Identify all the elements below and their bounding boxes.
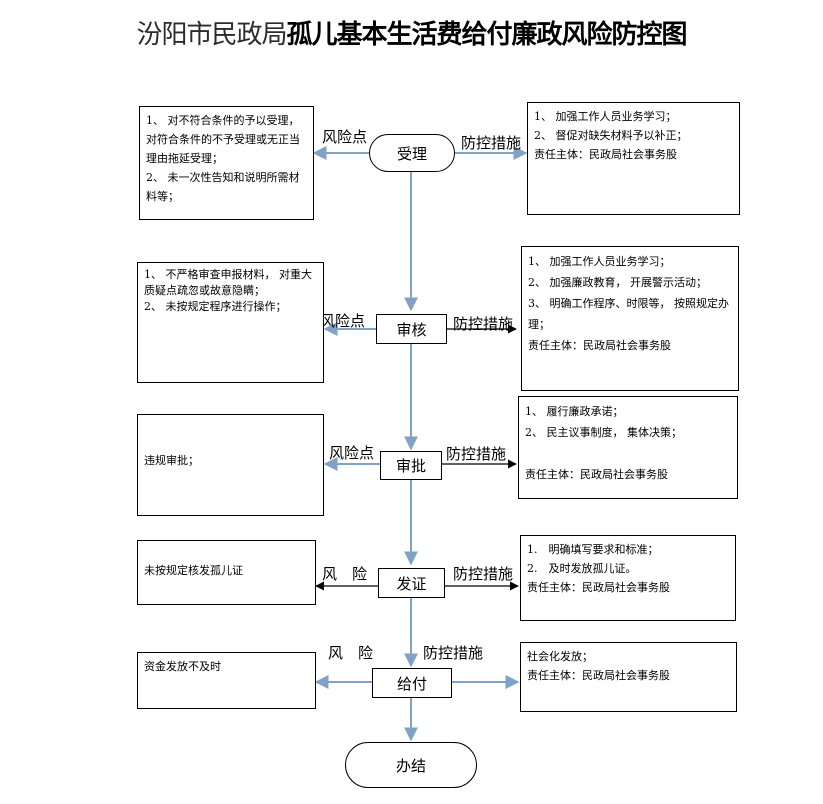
label-pay-control: 防控措施 (423, 644, 484, 662)
risk-box-approve: 违规审批； (137, 414, 324, 516)
control-issue-line-3: 责任主体：民政局社会事务股 (527, 581, 670, 594)
label-approve-control: 防控措施 (446, 445, 507, 463)
node-finish: 办结 (345, 742, 477, 788)
control-review-line-4: 责任主体：民政局社会事务股 (528, 339, 671, 352)
node-approve: 审批 (380, 451, 442, 480)
risk-review-line-1: 1、 不严格审查申报材料， 对重大质疑点疏忽或故意隐瞒； (144, 268, 312, 297)
control-approve-line-2: 2、 民主议事制度， 集体决策； (525, 426, 682, 439)
control-box-pay: 社会化发放； 责任主体：民政局社会事务股 (520, 642, 737, 712)
risk-box-issue: 未按规定核发孤儿证 (137, 540, 316, 605)
label-issue-risk: 风 险 (322, 565, 368, 583)
control-accept-line-2: 2、 督促对缺失材料予以补正； (534, 129, 688, 142)
control-review-line-1: 1、 加强工作人员业务学习； (528, 255, 671, 268)
risk-box-accept: 1、 对不符合条件的予以受理，对符合条件的不予受理或无正当理由拖延受理； 2、 … (139, 106, 314, 220)
label-pay-risk: 风 险 (328, 644, 374, 662)
control-box-review: 1、 加强工作人员业务学习； 2、 加强廉政教育， 开展警示活动； 3、 明确工… (521, 246, 739, 391)
label-accept-control: 防控措施 (461, 134, 522, 152)
page-title: 汾阳市民政局孤儿基本生活费给付廉政风险防控图 (0, 14, 823, 51)
node-pay: 给付 (372, 668, 452, 698)
risk-box-pay: 资金发放不及时 (137, 652, 316, 709)
control-approve-line-3 (525, 443, 731, 464)
risk-approve-line-1: 违规审批； (144, 454, 199, 467)
label-approve-risk: 风险点 (329, 444, 375, 462)
title-main: 孤儿基本生活费给付廉政风险防控图 (286, 20, 688, 50)
control-accept-line-1: 1、 加强工作人员业务学习； (534, 110, 677, 123)
control-box-issue: 1. 明确填写要求和标准； 2. 及时发放孤儿证。 责任主体：民政局社会事务股 (520, 535, 736, 621)
risk-accept-line-1: 1、 对不符合条件的予以受理，对符合条件的不予受理或无正当理由拖延受理； (146, 114, 300, 165)
control-pay-line-2: 责任主体：民政局社会事务股 (527, 669, 670, 682)
control-issue-line-1: 1. 明确填写要求和标准； (527, 543, 659, 556)
risk-box-review: 1、 不严格审查申报材料， 对重大质疑点疏忽或故意隐瞒； 2、 未按规定程序进行… (137, 262, 324, 383)
node-accept: 受理 (369, 134, 455, 172)
label-issue-control: 防控措施 (453, 565, 514, 583)
control-approve-line-4: 责任主体：民政局社会事务股 (525, 468, 668, 481)
label-accept-risk: 风险点 (322, 128, 368, 146)
risk-issue-line-1: 未按规定核发孤儿证 (144, 564, 243, 577)
risk-accept-line-2: 2、 未一次性告知和说明所需材料等； (146, 171, 300, 203)
label-review-risk: 风险点 (320, 312, 366, 330)
control-box-approve: 1、 履行廉政承诺； 2、 民主议事制度， 集体决策； 责任主体：民政局社会事务… (518, 396, 738, 499)
node-issue: 发证 (378, 568, 445, 598)
control-review-line-3: 3、 明确工作程序、时限等， 按照规定办理； (528, 297, 729, 331)
control-review-line-2: 2、 加强廉政教育， 开展警示活动； (528, 276, 707, 289)
control-issue-line-2: 2. 及时发放孤儿证。 (527, 562, 637, 575)
label-review-control: 防控措施 (453, 315, 514, 333)
control-box-accept: 1、 加强工作人员业务学习； 2、 督促对缺失材料予以补正； 责任主体：民政局社… (527, 102, 740, 215)
control-pay-line-1: 社会化发放； (527, 650, 593, 663)
node-review: 审核 (376, 314, 447, 344)
control-approve-line-1: 1、 履行廉政承诺； (525, 405, 624, 418)
control-accept-line-3: 责任主体：民政局社会事务股 (534, 148, 677, 161)
title-prefix: 汾阳市民政局 (136, 20, 287, 50)
risk-review-line-2: 2、 未按规定程序进行操作； (144, 300, 287, 313)
risk-pay-line-1: 资金发放不及时 (144, 660, 221, 673)
